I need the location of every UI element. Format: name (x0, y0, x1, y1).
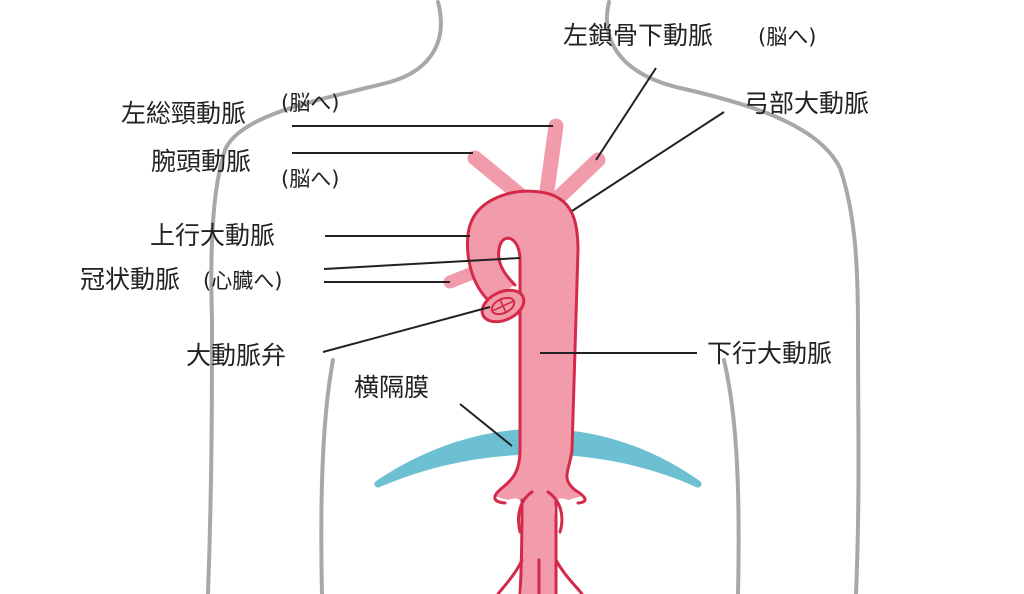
leader-diaphragm (459, 403, 513, 447)
label-left-common-carotid: 左総頸動脈 (121, 99, 246, 128)
leader-lines (292, 67, 725, 447)
right-arm-inner-outline (722, 358, 741, 594)
aorta-inner-wall (493, 236, 522, 505)
leader-aortic-valve (322, 306, 491, 353)
aorta (443, 118, 606, 594)
leader-left-subclavian (595, 67, 657, 161)
label-brachiocephalic: 腕頭動脈 (151, 147, 251, 176)
label-left-subclavian-note: (脳へ) (758, 25, 816, 49)
neck-shoulder-left-outline (206, 0, 443, 594)
iliac-left (496, 558, 524, 594)
leader-aortic-arch (571, 111, 725, 212)
arch-branches (443, 118, 606, 289)
label-diaphragm: 横隔膜 (354, 373, 429, 402)
aortic-valve-leaflet (492, 298, 514, 314)
label-aortic-arch: 弓部大動脈 (744, 89, 869, 118)
label-left-subclavian: 左鎖骨下動脈 (563, 21, 713, 50)
label-coronary-note: (心臓へ) (203, 269, 282, 293)
left-arm-inner-outline (319, 358, 335, 594)
iliac-right (554, 558, 584, 594)
aorta-outer-wall (465, 189, 587, 505)
abdominal-branch-right (546, 490, 564, 534)
abdominal-branch-left (517, 490, 534, 534)
leader-coronary-upper (323, 257, 521, 270)
aorta-body (467, 191, 582, 594)
label-ascending-aorta: 上行大動脈 (150, 221, 275, 250)
labels: 左鎖骨下動脈 (脳へ) 弓部大動脈 左総頸動脈 (脳へ) 腕頭動脈 (脳へ) 上… (80, 21, 869, 402)
label-descending-aorta: 下行大動脈 (707, 339, 832, 368)
label-brachiocephalic-note: (脳へ) (281, 167, 339, 191)
label-coronary: 冠状動脈 (80, 265, 180, 294)
label-left-common-carotid-note: (脳へ) (281, 91, 339, 115)
label-aortic-valve: 大動脈弁 (186, 341, 286, 370)
diaphragm-shape (374, 428, 702, 488)
